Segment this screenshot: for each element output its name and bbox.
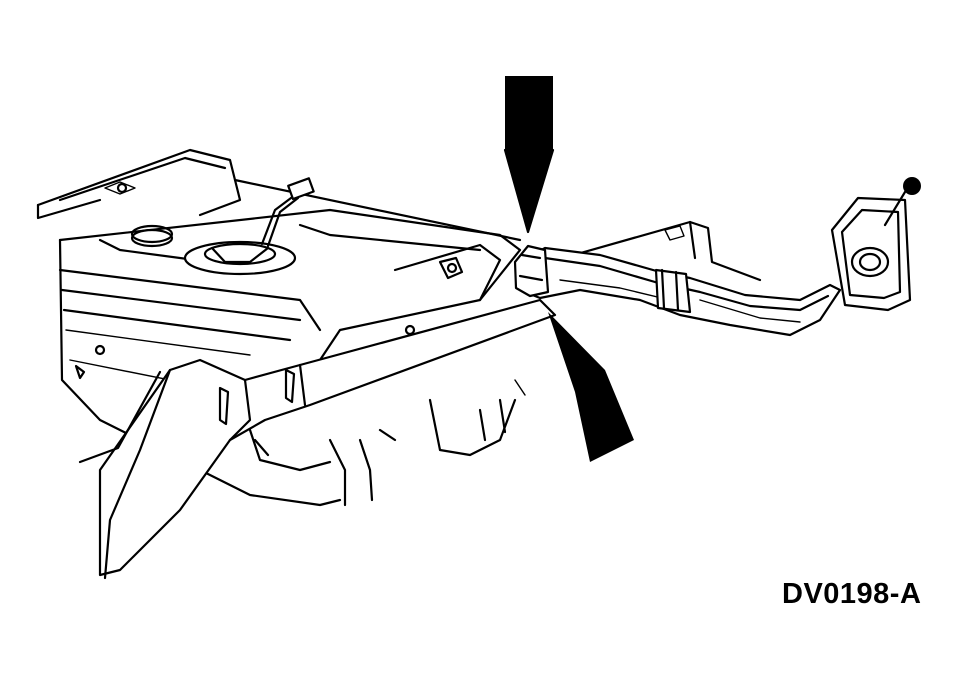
indicator-arrow-down	[503, 76, 555, 234]
frame-crossmember	[78, 298, 557, 580]
indicator-arrow-up	[548, 312, 634, 462]
filler-pipe	[393, 177, 921, 337]
figure-id-label: DV0198-A	[782, 578, 922, 610]
frame-rail-upper	[36, 148, 762, 282]
